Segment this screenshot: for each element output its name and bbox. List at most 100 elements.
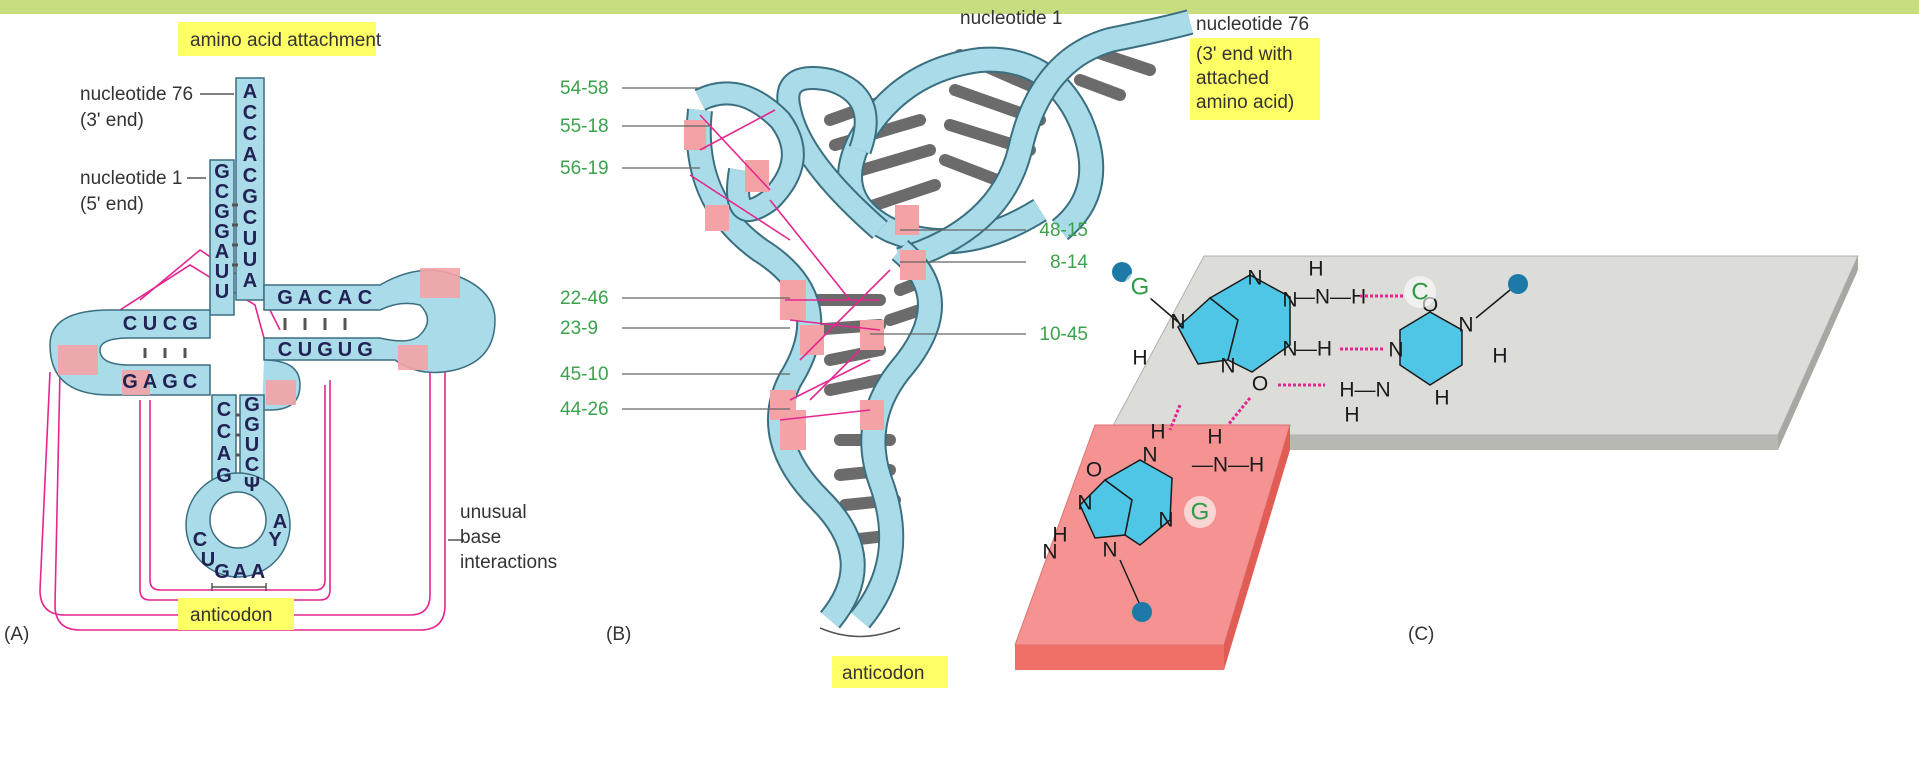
nucleotide-letter: A [243, 144, 257, 166]
svg-text:H: H [1207, 426, 1222, 449]
nucleotide-letter: G [317, 339, 333, 361]
panel-c: N N N N N H H —N—H —H O O N N H H [1015, 256, 1858, 670]
t-arm-top-letters: GACAC [277, 287, 372, 309]
base-g-top-label: G [1131, 274, 1150, 301]
svg-text:—N—H: —N—H [1294, 286, 1366, 309]
nucleotide-letter: C [217, 421, 231, 443]
panel-a-label: (A) [4, 624, 29, 645]
base-pair-label: 8-14 [1050, 252, 1088, 273]
a-nucleotide-1-label: nucleotide 1 [80, 168, 182, 189]
nucleotide-letter: G [214, 161, 230, 183]
svg-text:N: N [1158, 509, 1173, 532]
nucleotide-letter: A [215, 241, 229, 263]
svg-text:N: N [1458, 314, 1473, 337]
svg-text:N: N [1220, 355, 1235, 378]
nucleotide-letter: C [123, 313, 137, 335]
nucleotide-letter: U [215, 261, 229, 283]
a-nucleotide-76-sub: (3' end) [80, 110, 144, 131]
a-nucleotide-1-sub: (5' end) [80, 194, 144, 215]
b-end-label-1: (3' end with [1196, 44, 1293, 65]
b-anticodon-label: anticodon [842, 663, 924, 684]
nucleotide-letter: G [214, 201, 230, 223]
nucleotide-letter: C [163, 313, 177, 335]
b-nucleotide-1-label: nucleotide 1 [960, 8, 1062, 29]
base-pair-label: 23-9 [560, 318, 598, 339]
nucleotide-letter: G [122, 371, 138, 393]
svg-text:H: H [1132, 347, 1147, 370]
svg-text:A: A [273, 511, 287, 533]
base-pair-label: 54-58 [560, 78, 609, 99]
nucleotide-letter: A [143, 371, 157, 393]
nucleotide-letter: U [143, 313, 157, 335]
svg-text:N: N [1042, 541, 1057, 564]
unusual-label-1: unusual [460, 502, 527, 523]
nucleotide-letter: U [245, 434, 259, 456]
anticodon-left-letters: CCAG [216, 399, 232, 487]
svg-text:N: N [1388, 339, 1403, 362]
nucleotide-letter: G [242, 186, 258, 208]
nucleotide-letter: C [243, 165, 257, 187]
nucleotide-letter: G [182, 313, 198, 335]
red-plate-side [1015, 645, 1224, 670]
nucleotide-letter: C [318, 287, 332, 309]
base-pair-label: 56-19 [560, 158, 609, 179]
nucleotide-letter: U [243, 249, 257, 271]
nucleotide-letter: C [217, 399, 231, 421]
panel-c-label: (C) [1408, 624, 1434, 645]
nucleotide-letter: A [243, 81, 257, 103]
base-pair-label: 55-18 [560, 116, 609, 137]
base-pair-label: 10-45 [1039, 324, 1088, 345]
svg-text:O: O [1252, 373, 1268, 396]
base-pair-label: 48-15 [1039, 220, 1088, 241]
nucleotide-letter: G [357, 339, 373, 361]
b-end-label-2: attached [1196, 68, 1269, 89]
svg-text:H: H [1492, 345, 1507, 368]
svg-text:—H: —H [1296, 338, 1332, 361]
nucleotide-letter: G [214, 221, 230, 243]
a-nucleotide-76-label: nucleotide 76 [80, 84, 193, 105]
base-c-label: C [1411, 279, 1428, 306]
svg-text:N: N [1247, 267, 1262, 290]
nucleotide-letter: C [183, 371, 197, 393]
svg-text:A: A [251, 561, 265, 583]
b-end-label-3: amino acid) [1196, 92, 1294, 113]
nucleotide-letter: Ψ [244, 474, 260, 496]
nucleotide-letter: G [244, 414, 260, 436]
svg-text:H—N: H—N [1339, 379, 1390, 402]
svg-text:H: H [1308, 258, 1323, 281]
nucleotide-letter: A [338, 287, 352, 309]
nucleotide-letter: A [298, 287, 312, 309]
nucleotide-letter: C [215, 181, 229, 203]
nucleotide-letter: C [243, 207, 257, 229]
nucleotide-letter: C [243, 123, 257, 145]
base-pair-label: 22-46 [560, 288, 609, 309]
nucleotide-letter: C [278, 339, 292, 361]
svg-text:—N—H: —N—H [1192, 454, 1264, 477]
svg-text:N: N [1142, 444, 1157, 467]
base-pair-label: 45-10 [560, 364, 609, 385]
nucleotide-letter: C [243, 102, 257, 124]
base-g-bottom-label: G [1191, 499, 1210, 526]
svg-text:O: O [1086, 459, 1102, 482]
panel-a: amino acid attachment nucleotide 76 (3' … [4, 22, 557, 645]
b-nucleotide-76-label: nucleotide 76 [1196, 14, 1309, 35]
unusual-label-2: base [460, 527, 501, 548]
svg-text:A: A [233, 561, 247, 583]
svg-text:U: U [201, 549, 215, 571]
nucleotide-letter: C [245, 454, 259, 476]
amino-acid-label: amino acid attachment [190, 30, 382, 51]
svg-text:H: H [1344, 404, 1359, 427]
svg-text:H: H [1434, 387, 1449, 410]
svg-text:N: N [1077, 492, 1092, 515]
a-anticodon-label: anticodon [190, 605, 272, 626]
nucleotide-letter: C [358, 287, 372, 309]
nucleotide-letter: A [243, 270, 257, 292]
nucleotide-letter: G [162, 371, 178, 393]
nucleotide-letter: U [298, 339, 312, 361]
unusual-label-3: interactions [460, 552, 557, 573]
svg-text:N: N [1102, 539, 1117, 562]
nucleotide-letter: U [243, 228, 257, 250]
